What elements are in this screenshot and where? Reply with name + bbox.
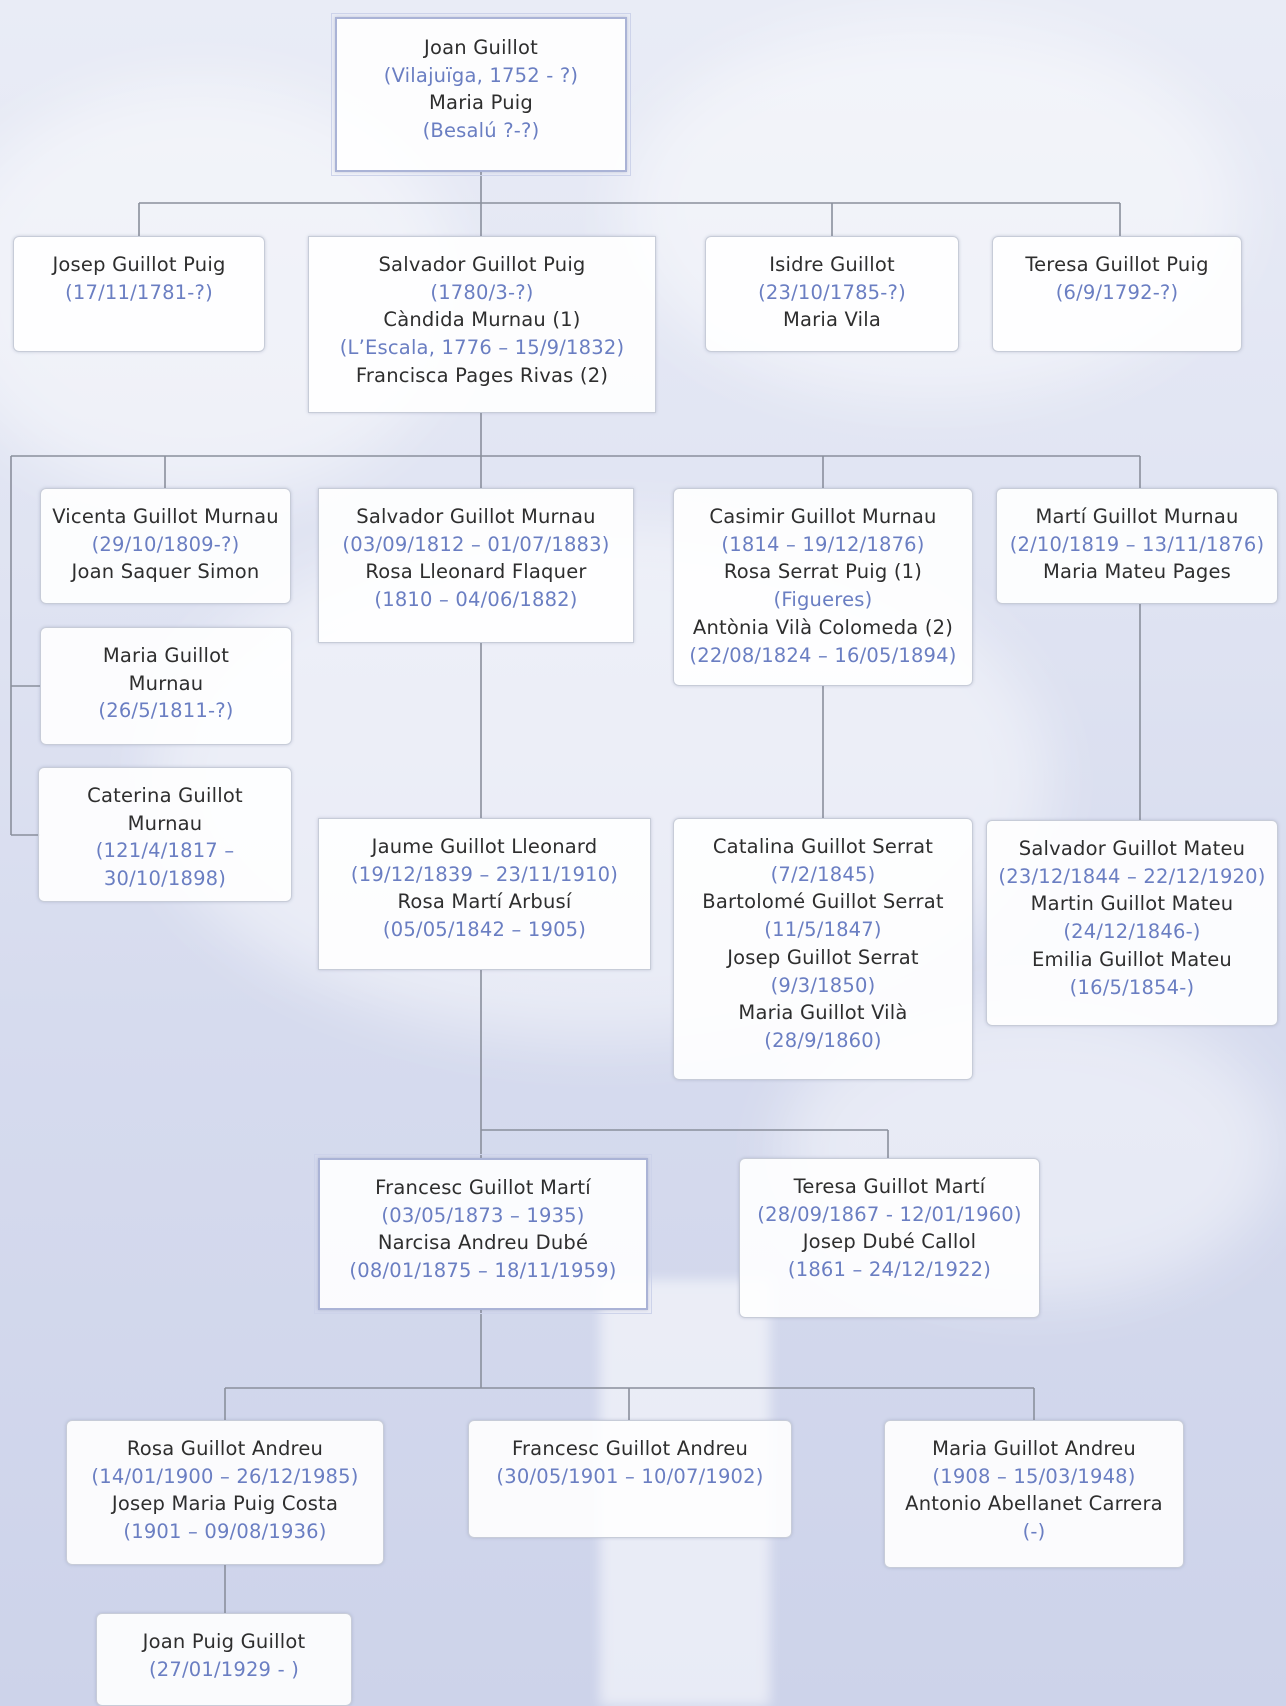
person-node-jaume-guillot-lleonard: Jaume Guillot Lleonard (19/12/1839 – 23/…	[318, 818, 651, 970]
spouse-name: Maria Mateu Pages	[1042, 560, 1232, 584]
spouse-dates: (-)	[1022, 1520, 1046, 1544]
person-dates: (03/05/1873 – 1935)	[381, 1203, 585, 1227]
person-name: Casimir Guillot Murnau	[709, 505, 937, 528]
spouse-dates: (1861 – 24/12/1922)	[787, 1258, 992, 1282]
person-dates: (11/5/1847)	[764, 918, 882, 942]
person-name: Maria Guillot Vilà	[738, 1001, 908, 1025]
person-dates: (6/9/1792-?)	[1055, 280, 1179, 304]
person-node-salvador-guillot-mateu: Salvador Guillot Mateu (23/12/1844 – 22/…	[986, 820, 1278, 1026]
person-node-josep-guillot-puig: Josep Guillot Puig (17/11/1781-?)	[13, 236, 265, 352]
person-dates: (17/11/1781-?)	[65, 280, 213, 304]
person-node-salvador-guillot-puig: Salvador Guillot Puig (1780/3-?) Càndida…	[308, 236, 656, 413]
person-name: Francesc Guillot Martí	[375, 1176, 591, 1199]
person-node-maria-guillot-murnau: Maria Guillot Murnau (26/5/1811-?)	[40, 627, 292, 745]
spouse-name: Antònia Vilà Colomeda (2)	[692, 615, 954, 639]
person-dates: (24/12/1846-)	[1063, 920, 1201, 944]
person-node-casimir-guillot-murnau: Casimir Guillot Murnau (1814 – 19/12/187…	[673, 488, 973, 686]
person-node-joan-guillot: Joan Guillot (Vilajuïga, 1752 - ?) Maria…	[331, 13, 631, 176]
person-name: Martin Guillot Mateu	[1030, 892, 1234, 916]
spouse-name: Antonio Abellanet Carrera	[905, 1492, 1163, 1516]
person-name: Salvador Guillot Murnau	[356, 505, 596, 528]
spouse-dates: (1901 – 09/08/1936)	[123, 1520, 327, 1544]
person-name: Joan Puig Guillot	[142, 1630, 306, 1653]
spouse-name: Francisca Pages Rivas (2)	[355, 363, 609, 387]
person-dates: (1908 – 15/03/1948)	[932, 1464, 1136, 1488]
person-dates: (26/5/1811-?)	[98, 699, 234, 723]
person-node-vicenta-guillot-murnau: Vicenta Guillot Murnau (29/10/1809-?) Jo…	[40, 488, 291, 604]
person-name: Josep Guillot Serrat	[727, 945, 919, 969]
spouse-dates: (1810 – 04/06/1882)	[374, 588, 578, 612]
spouse-name: Joan Saquer Simon	[71, 560, 260, 584]
person-node-catalina-guillot-serrat: Catalina Guillot Serrat (7/2/1845) Barto…	[673, 818, 973, 1080]
spouse-dates: (L’Escala, 1776 – 15/9/1832)	[339, 336, 625, 360]
spouse-dates: (22/08/1824 – 16/05/1894)	[689, 643, 957, 667]
person-dates: (23/12/1844 – 22/12/1920)	[998, 864, 1266, 888]
spouse-dates: (Figueres)	[773, 588, 873, 612]
person-dates: (30/05/1901 – 10/07/1902)	[496, 1464, 764, 1488]
person-dates: (23/10/1785-?)	[758, 280, 906, 304]
spouse-name: Maria Vila	[782, 308, 882, 332]
person-name: Salvador Guillot Mateu	[1018, 837, 1246, 860]
person-node-teresa-guillot-puig: Teresa Guillot Puig (6/9/1792-?)	[992, 236, 1242, 352]
person-name: Teresa Guillot Martí	[793, 1175, 986, 1198]
person-dates: (7/2/1845)	[770, 862, 876, 886]
person-dates: (16/5/1854-)	[1069, 975, 1195, 999]
person-dates: (03/09/1812 – 01/07/1883)	[342, 532, 610, 556]
person-node-joan-puig-guillot: Joan Puig Guillot (27/01/1929 - )	[96, 1613, 352, 1706]
spouse-name: Josep Maria Puig Costa	[111, 1492, 339, 1516]
person-dates: (19/12/1839 – 23/11/1910)	[350, 862, 619, 886]
person-node-salvador-guillot-murnau: Salvador Guillot Murnau (03/09/1812 – 01…	[318, 488, 634, 643]
spouse-name: Rosa Serrat Puig (1)	[723, 560, 923, 584]
person-dates: (121/4/1817 –	[95, 839, 235, 863]
person-node-isidre-guillot: Isidre Guillot (23/10/1785-?) Maria Vila	[705, 236, 959, 352]
person-node-caterina-guillot-murnau: Caterina Guillot Murnau (121/4/1817 – 30…	[38, 767, 292, 902]
person-name: Francesc Guillot Andreu	[511, 1437, 749, 1460]
spouse-dates: (08/01/1875 – 18/11/1959)	[349, 1259, 617, 1283]
person-name: Murnau	[128, 671, 204, 695]
person-name: Salvador Guillot Puig	[378, 253, 586, 276]
spouse-name: Narcisa Andreu Dubé	[377, 1231, 589, 1255]
person-node-francesc-guillot-marti: Francesc Guillot Martí (03/05/1873 – 193…	[314, 1154, 652, 1314]
person-name: Emilia Guillot Mateu	[1032, 947, 1232, 971]
spouse-name: Càndida Murnau (1)	[383, 308, 581, 332]
person-name: Teresa Guillot Puig	[1025, 253, 1209, 276]
person-name: Maria Guillot Andreu	[932, 1437, 1136, 1460]
spouse-dates: (Besalú ?-?)	[422, 119, 540, 143]
person-node-rosa-guillot-andreu: Rosa Guillot Andreu (14/01/1900 – 26/12/…	[66, 1420, 384, 1565]
person-name: Isidre Guillot	[769, 253, 895, 276]
spouse-name: Maria Puig	[429, 91, 533, 115]
person-name: Joan Guillot	[424, 36, 538, 59]
person-node-maria-guillot-andreu: Maria Guillot Andreu (1908 – 15/03/1948)…	[884, 1420, 1184, 1568]
person-dates: (28/9/1860)	[764, 1028, 882, 1052]
person-name: Jaume Guillot Lleonard	[371, 835, 598, 858]
spouse-name: Josep Dubé Callol	[802, 1230, 977, 1254]
person-name: Maria Guillot	[102, 644, 230, 667]
person-dates: (29/10/1809-?)	[91, 532, 240, 556]
person-dates: (1780/3-?)	[430, 280, 534, 304]
person-name: Josep Guillot Puig	[52, 253, 226, 276]
person-node-teresa-guillot-marti: Teresa Guillot Martí (28/09/1867 - 12/01…	[739, 1158, 1040, 1318]
person-name: Martí Guillot Murnau	[1035, 505, 1239, 528]
person-name: Rosa Guillot Andreu	[126, 1437, 324, 1460]
spouse-name: Rosa Lleonard Flaquer	[365, 560, 587, 584]
person-dates: (14/01/1900 – 26/12/1985)	[91, 1464, 359, 1488]
person-dates: (1814 – 19/12/1876)	[721, 532, 925, 556]
person-dates: (2/10/1819 – 13/11/1876)	[1009, 532, 1265, 556]
person-name: Bartolomé Guillot Serrat	[702, 890, 944, 914]
person-name: Catalina Guillot Serrat	[712, 835, 934, 858]
person-dates: (Vilajuïga, 1752 - ?)	[383, 63, 579, 87]
spouse-dates: (05/05/1842 – 1905)	[382, 918, 587, 942]
person-dates: (28/09/1867 - 12/01/1960)	[757, 1202, 1022, 1226]
person-dates: 30/10/1898)	[103, 867, 227, 891]
person-name: Murnau	[127, 811, 203, 835]
person-dates: (9/3/1850)	[770, 973, 876, 997]
person-dates: (27/01/1929 - )	[148, 1657, 300, 1681]
person-node-marti-guillot-murnau: Martí Guillot Murnau (2/10/1819 – 13/11/…	[996, 488, 1278, 604]
person-name: Vicenta Guillot Murnau	[52, 505, 279, 528]
person-node-francesc-guillot-andreu: Francesc Guillot Andreu (30/05/1901 – 10…	[468, 1420, 792, 1538]
person-name: Caterina Guillot	[87, 784, 243, 807]
spouse-name: Rosa Martí Arbusí	[397, 890, 572, 914]
